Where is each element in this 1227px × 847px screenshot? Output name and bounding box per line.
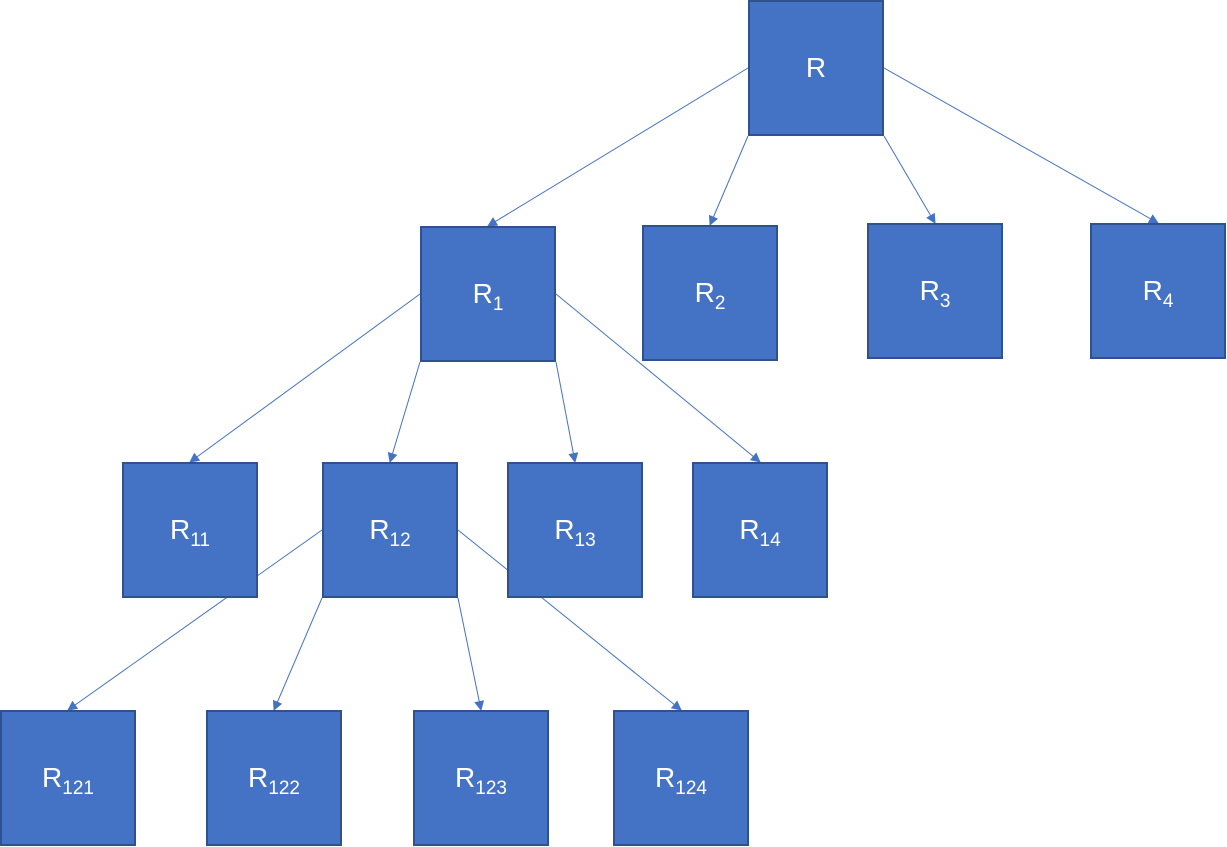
edge-r1-to-r11 [189, 293, 421, 463]
node-r4-label: R4 [1142, 275, 1174, 312]
node-r122-label: R122 [248, 762, 300, 799]
node-r3: R3 [867, 223, 1003, 359]
node-r2: R2 [642, 225, 778, 361]
edge-r12-to-r123 [457, 597, 485, 711]
edge-r1-to-r12 [387, 361, 421, 463]
edge-r12-to-r122 [272, 597, 323, 711]
node-r121: R121 [0, 710, 136, 846]
node-r11-label: R11 [170, 514, 210, 551]
edge-r1-to-r13 [555, 361, 579, 463]
node-r122: R122 [206, 710, 342, 846]
node-r12: R12 [322, 462, 458, 598]
node-r14: R14 [692, 462, 828, 598]
node-r1-label: R1 [472, 278, 504, 315]
node-r3-label: R3 [919, 275, 951, 312]
node-r121-label: R121 [42, 762, 94, 799]
edge-r-to-r1 [487, 67, 749, 227]
node-r: R [748, 0, 884, 136]
node-r13: R13 [507, 462, 643, 598]
node-r123-label: R123 [455, 762, 507, 799]
node-r123: R123 [413, 710, 549, 846]
node-r14-label: R14 [739, 514, 781, 551]
node-r4: R4 [1090, 223, 1226, 359]
edge-r-to-r2 [708, 135, 749, 226]
node-r11: R11 [122, 462, 258, 598]
edge-r-to-r4 [883, 67, 1159, 224]
node-r13-label: R13 [554, 514, 596, 551]
edge-r-to-r3 [883, 135, 936, 224]
node-r-label: R [805, 52, 827, 83]
node-r1: R1 [420, 226, 556, 362]
node-r124-label: R124 [655, 762, 707, 799]
node-r124: R124 [613, 710, 749, 846]
node-r12-label: R12 [369, 514, 411, 551]
node-r2-label: R2 [694, 277, 726, 314]
